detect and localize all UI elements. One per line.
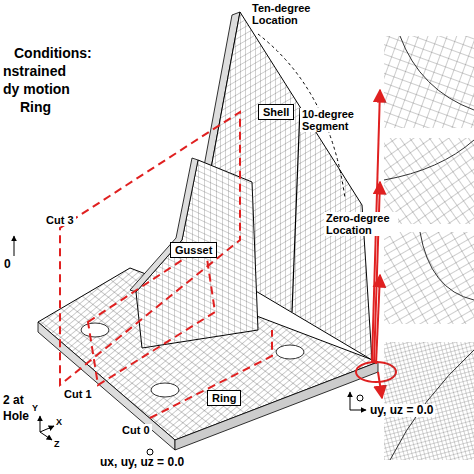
axis-triad: [40, 416, 54, 440]
mesh-stroke: [175, 362, 378, 450]
cut-label: Cut 1: [62, 388, 94, 400]
mesh-stroke: [376, 275, 380, 364]
constraint-value: 0: [4, 258, 11, 271]
mesh-detail-panel: [384, 36, 474, 460]
mesh-stroke: [420, 232, 474, 300]
mesh-stroke: [147, 449, 153, 455]
constraint-symbol: [14, 236, 366, 455]
location-note: Zero-degree Location: [324, 212, 398, 236]
mesh-stroke: [60, 112, 240, 385]
condition-note: nstrained: [3, 64, 66, 79]
mesh-stroke: [292, 108, 300, 312]
segment-note: 10-degree Segment: [300, 108, 364, 132]
mesh-stroke: [357, 395, 363, 401]
cut-label: Cut 3: [44, 214, 76, 226]
mesh-stroke: [276, 345, 304, 359]
cut-label: Cut 0: [120, 424, 152, 436]
condition-note: Ring: [20, 100, 51, 115]
mesh-stroke: [150, 330, 272, 418]
condition-note: Conditions:: [14, 46, 92, 61]
mesh-stroke: [374, 182, 380, 363]
condition-note: dy motion: [3, 82, 70, 97]
mesh-stroke: [378, 372, 382, 398]
constraint-value: uy, uz = 0.0: [368, 404, 435, 417]
constraint-note: 2 at: [3, 394, 24, 407]
mesh-stroke: [350, 410, 366, 411]
mesh-stroke: [384, 36, 474, 128]
mesh-stroke: [384, 342, 474, 460]
mesh-stroke: [40, 432, 52, 440]
mesh-stroke: [400, 36, 474, 110]
mesh-stroke: [88, 245, 215, 385]
part-label-box: Gusset: [170, 242, 217, 258]
part-name: Shell: [263, 106, 289, 118]
gusset-plate: [130, 158, 258, 348]
mesh-stroke: [384, 140, 474, 180]
location-note: Ten-degree Location: [250, 2, 324, 26]
mesh-stroke: [40, 426, 54, 432]
mesh-stroke: [372, 90, 382, 398]
mesh-stroke: [81, 323, 109, 337]
constraint-value: ux, uy, uz = 0.0: [98, 456, 186, 469]
mesh-stroke: [40, 416, 41, 432]
part-name: Ring: [212, 392, 236, 404]
axis-label: Z: [54, 440, 60, 450]
constraint-note: Hole: [3, 410, 29, 423]
part-label-box: Ring: [207, 390, 241, 406]
cut-outline: [60, 112, 272, 418]
axis-label: Y: [32, 404, 38, 414]
mesh-stroke: [350, 392, 351, 410]
mesh-stroke: [384, 232, 474, 324]
axis-label: X: [56, 418, 62, 428]
part-label-box: Shell: [258, 104, 294, 120]
mesh-stroke: [151, 383, 179, 397]
part-name: Gusset: [175, 244, 212, 256]
mesh-stroke: [14, 236, 15, 256]
